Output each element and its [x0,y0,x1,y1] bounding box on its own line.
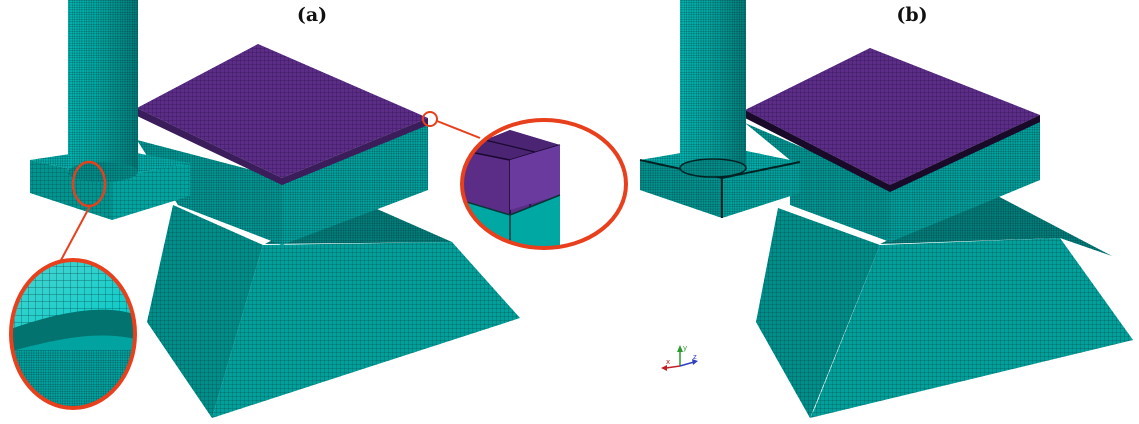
coordinate-triad: y z x [661,344,698,371]
callout-marker-corner [422,111,438,127]
panel-a-callouts [9,111,628,410]
panel-label-a: (a) [296,4,328,26]
triad-y-label: y [683,344,687,352]
panel-b-column [679,0,747,178]
panel-b-base-block [756,192,1133,418]
zoom-inset-corner [462,120,626,248]
panel-a-column [68,0,138,182]
panel-a-mesh [9,0,628,418]
triad-z-label: z [693,353,697,361]
panel-b-large-block [745,48,1040,242]
panel-label-b: (b) [896,4,928,26]
panel-b-mesh [639,0,1133,418]
panel-a-large-block [137,44,428,245]
triad-x-label: x [666,358,670,366]
panel-a-base-block [147,198,520,418]
